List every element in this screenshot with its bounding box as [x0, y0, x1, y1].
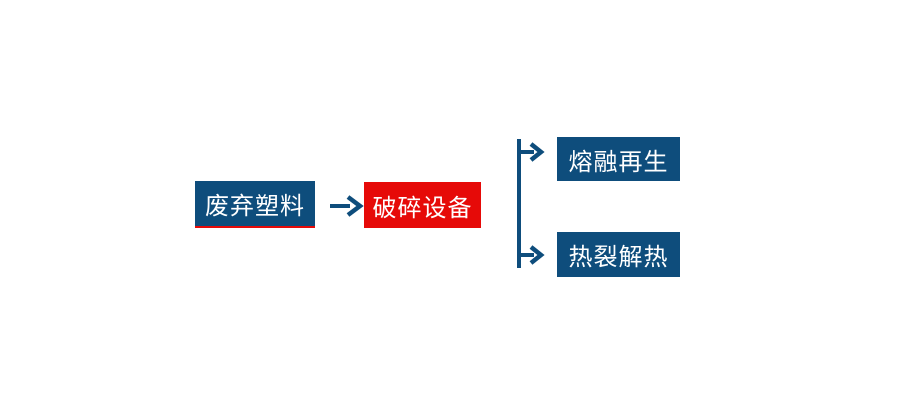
node-pyrolysis-heat: 热裂解热: [557, 232, 680, 277]
node-crushing-equipment-label: 破碎设备: [372, 194, 473, 222]
node-waste-plastic-label: 废弃塑料: [205, 193, 305, 220]
node-melt-regeneration-label: 熔融再生: [568, 148, 669, 176]
node-melt-regeneration: 熔融再生: [557, 137, 680, 181]
node-waste-plastic: 废弃塑料: [195, 181, 315, 228]
node-pyrolysis-heat-label: 热裂解热: [568, 244, 669, 271]
branch-connector: [517, 139, 545, 268]
arrow-right-icon: [330, 195, 364, 217]
node-crushing-equipment: 破碎设备: [364, 182, 481, 228]
